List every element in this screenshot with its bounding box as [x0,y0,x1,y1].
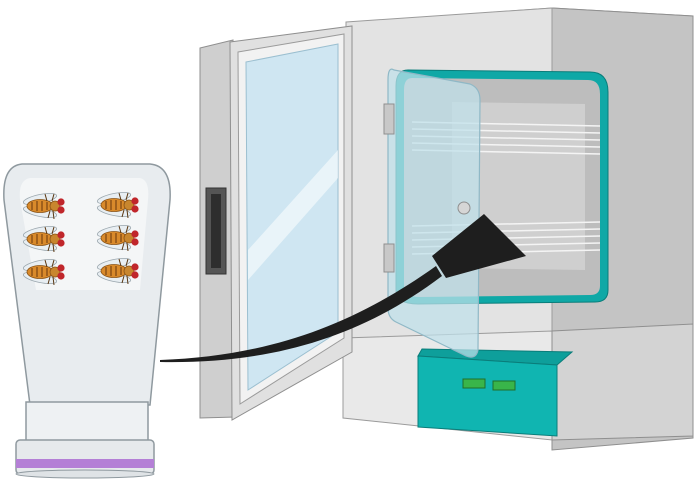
door-handle-grip [211,194,221,268]
control-panel [417,355,558,437]
vial-cap-band [16,459,154,468]
control-button-right [492,380,516,391]
control-button-left [462,378,486,389]
vial-cap-bottom [15,469,155,479]
inner-door-knob [457,201,471,215]
window-reflection [248,150,338,280]
hinge-lower [383,243,395,273]
incubator-base-side [551,323,694,441]
vial-neck [25,401,149,443]
hinge-upper [383,103,395,135]
incubator [199,7,694,451]
vial-cap [15,439,155,475]
fly-vial [3,163,171,479]
curved-arrow-icon [160,214,526,363]
